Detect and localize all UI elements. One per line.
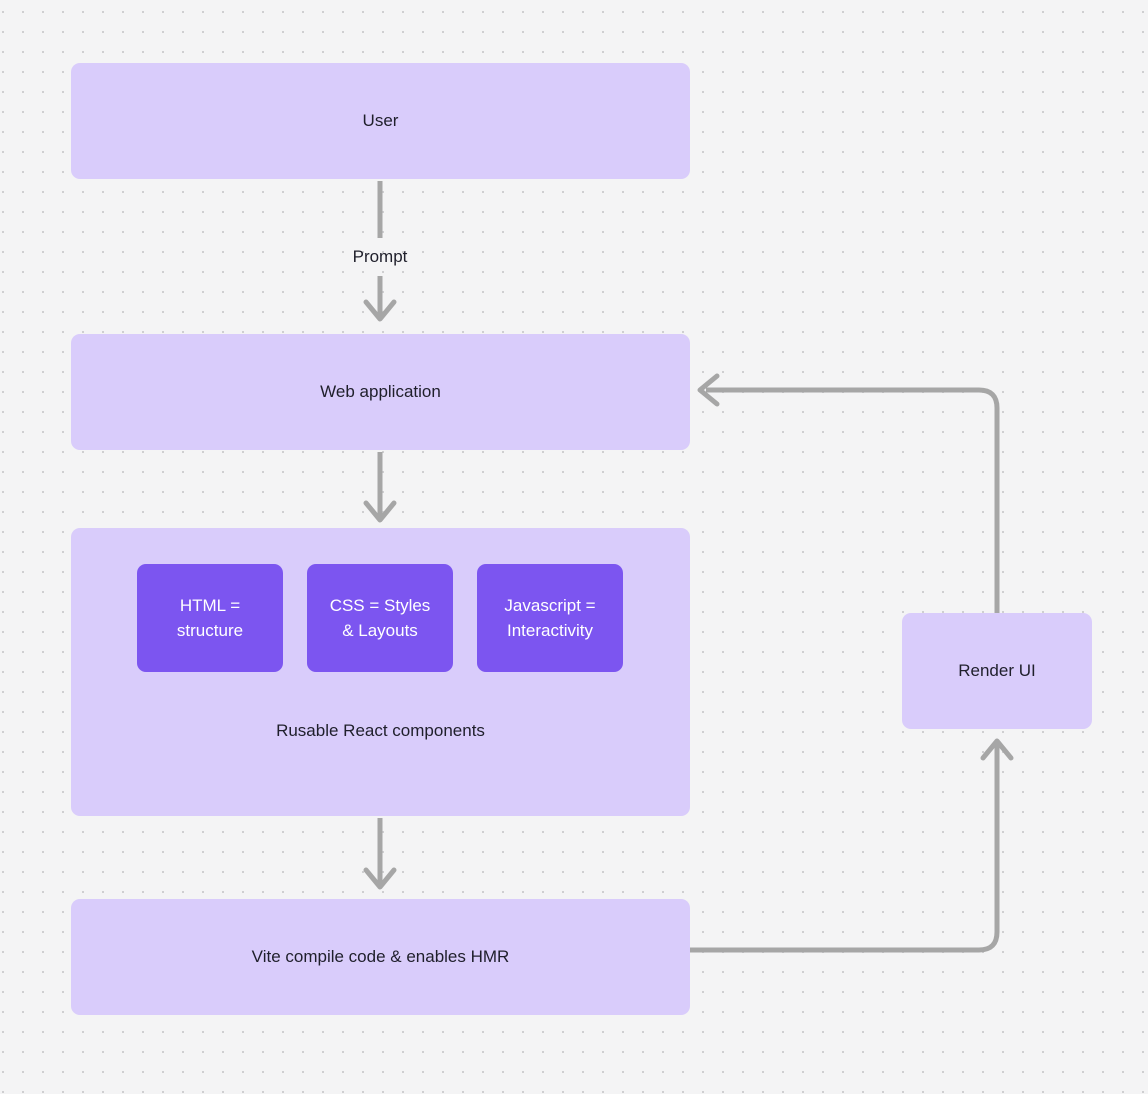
node-user[interactable]: User (71, 63, 690, 179)
edge-web-application-to-components (363, 452, 397, 523)
node-javascript-label: Javascript = Interactivity (504, 595, 596, 641)
node-components-group-label: Rusable React components (276, 721, 485, 740)
node-user-label: User (362, 110, 399, 130)
node-vite[interactable]: Vite compile code & enables HMR (71, 899, 690, 1015)
node-css[interactable]: CSS = Styles & Layouts (307, 564, 453, 672)
node-render-ui[interactable]: Render UI (902, 613, 1092, 729)
node-render-ui-label: Render UI (958, 660, 1036, 680)
edge-render-ui-to-web-application (697, 373, 1000, 613)
edge-components-to-vite (363, 818, 397, 890)
node-web-application-label: Web application (320, 381, 441, 401)
node-components-group[interactable]: HTML = structure CSS = Styles & Layouts … (71, 528, 690, 816)
node-html-label: HTML = structure (176, 595, 244, 641)
node-html[interactable]: HTML = structure (137, 564, 283, 672)
edge-label-prompt: Prompt (352, 247, 408, 266)
node-web-application[interactable]: Web application (71, 334, 690, 450)
node-javascript[interactable]: Javascript = Interactivity (477, 564, 623, 672)
edge-vite-to-render-ui (690, 738, 1014, 953)
node-vite-label: Vite compile code & enables HMR (251, 946, 510, 966)
node-css-label: CSS = Styles & Layouts (329, 595, 431, 641)
